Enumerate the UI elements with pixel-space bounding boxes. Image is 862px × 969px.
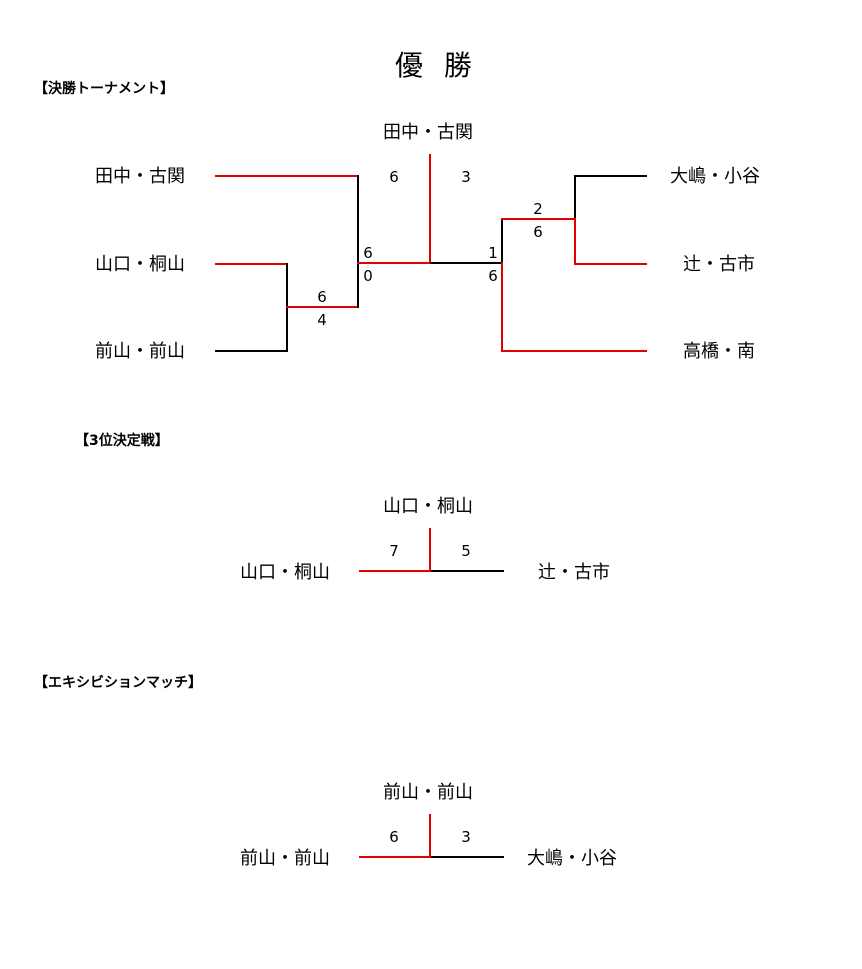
score: 6 xyxy=(363,244,373,262)
exhibition-team-right: 大嶋・小谷 xyxy=(527,848,617,869)
score: 3 xyxy=(461,828,471,846)
team-right-1: 大嶋・小谷 xyxy=(670,166,760,187)
bracket-line xyxy=(357,262,431,264)
bracket-line xyxy=(574,175,647,177)
score: 1 xyxy=(488,244,498,262)
team-left-3: 前山・前山 xyxy=(95,341,185,362)
section-third-heading: 【3位決定戦】 xyxy=(75,433,169,449)
bracket-line xyxy=(574,218,576,265)
score: 6 xyxy=(488,267,498,285)
bracket-line xyxy=(215,175,359,177)
score: 0 xyxy=(363,267,373,285)
section-exhibition-heading: 【エキシビションマッチ】 xyxy=(34,675,202,691)
page-title: 優 勝 xyxy=(395,49,478,82)
bracket-line xyxy=(357,175,359,265)
bracket-line xyxy=(215,350,288,352)
exhibition-winner-name: 前山・前山 xyxy=(383,782,473,803)
bracket-line xyxy=(357,263,359,308)
bracket-line xyxy=(574,263,647,265)
third-winner-name: 山口・桐山 xyxy=(383,496,473,517)
bracket-line xyxy=(429,814,431,858)
bracket-line xyxy=(359,570,431,572)
team-right-2: 辻・古市 xyxy=(683,254,755,275)
third-team-left: 山口・桐山 xyxy=(240,562,330,583)
team-left-2: 山口・桐山 xyxy=(95,254,185,275)
score: 6 xyxy=(389,168,399,186)
bracket-line xyxy=(286,306,358,308)
section-final-heading: 【決勝トーナメント】 xyxy=(34,81,174,97)
bracket-line xyxy=(501,218,503,264)
score: 2 xyxy=(533,200,543,218)
score: 3 xyxy=(461,168,471,186)
bracket-line xyxy=(215,263,288,265)
score: 7 xyxy=(389,542,399,560)
score: 5 xyxy=(461,542,471,560)
team-left-1: 田中・古関 xyxy=(95,166,185,187)
bracket-line xyxy=(429,154,431,264)
exhibition-team-left: 前山・前山 xyxy=(240,848,330,869)
bracket-line xyxy=(359,856,431,858)
score: 6 xyxy=(317,288,327,306)
score: 6 xyxy=(389,828,399,846)
final-winner-name: 田中・古関 xyxy=(383,122,473,143)
bracket-line xyxy=(501,350,647,352)
bracket-line xyxy=(430,570,504,572)
score: 6 xyxy=(533,223,543,241)
bracket-line xyxy=(501,218,576,220)
team-right-3: 高橋・南 xyxy=(683,341,755,362)
bracket-line xyxy=(430,856,504,858)
third-team-right: 辻・古市 xyxy=(538,562,610,583)
score: 4 xyxy=(317,311,327,329)
bracket-line xyxy=(574,175,576,220)
bracket-line xyxy=(501,262,503,352)
bracket-line xyxy=(430,262,503,264)
bracket-line xyxy=(429,528,431,572)
